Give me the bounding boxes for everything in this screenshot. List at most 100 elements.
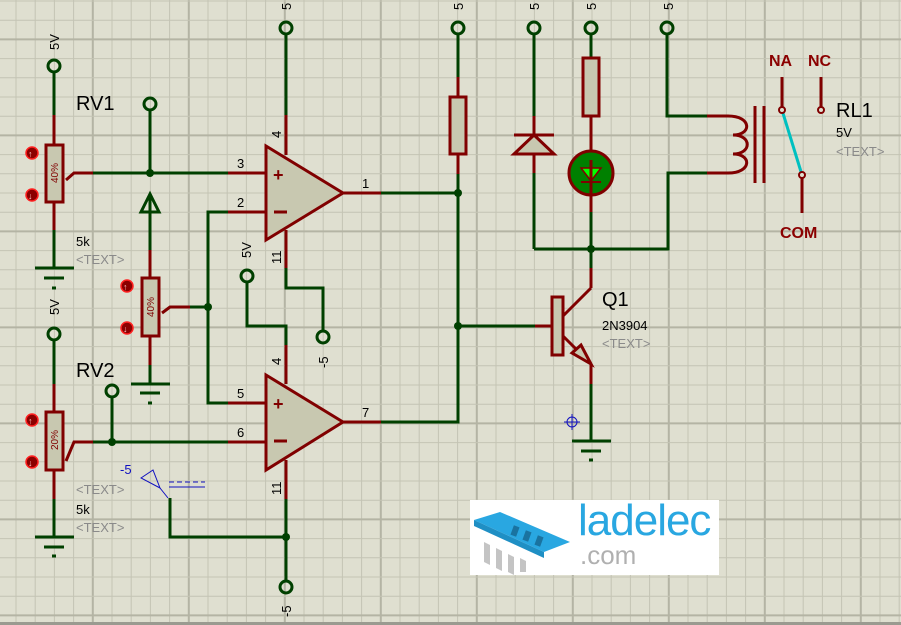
u1-supply-label: 5 <box>279 3 294 10</box>
down-arrow-icon: ↓ <box>123 324 128 334</box>
nc-contact <box>817 106 825 114</box>
u1-body <box>264 143 346 243</box>
bottom-border <box>0 622 901 625</box>
u1-pin11: 11 <box>269 251 284 265</box>
rv2-potentiometer[interactable]: 5V 20% ↑ ↓ RV2 <TEXT> 5k <TEXT> <box>25 299 124 558</box>
led-supply-label: 5 <box>584 3 599 10</box>
rv2-ref: RV2 <box>76 360 115 382</box>
flyback-diode[interactable]: 5 <box>510 3 558 249</box>
up-arrow-icon: ↑ <box>28 149 33 159</box>
relay-supply-terminal[interactable] <box>659 20 675 36</box>
dc-generator[interactable]: -5 <box>120 462 205 499</box>
u2-pin7: 7 <box>362 405 369 420</box>
rv1-potentiometer[interactable]: 5V 40% ↑ ↓ RV1 5k <TEXT> <box>25 34 124 290</box>
opamp-u1[interactable]: 5 4 + 3 2 11 1 <box>228 3 381 268</box>
na-contact <box>778 106 786 114</box>
wire <box>245 282 288 345</box>
u2-supply-terminal[interactable] <box>239 268 255 284</box>
relay-nc-label: NC <box>808 53 832 70</box>
rv1-value: 5k <box>76 234 90 249</box>
u2-body <box>264 372 346 473</box>
rv1-supply-label: 5V <box>47 34 62 50</box>
wire <box>665 34 707 118</box>
r1-body <box>448 95 468 156</box>
rv2-text: <TEXT> <box>76 520 124 535</box>
generator-icon <box>159 487 169 499</box>
com-contact <box>798 171 806 179</box>
relay-supply-label: 5 <box>661 3 676 10</box>
u2-pin6: 6 <box>237 425 244 440</box>
logo-wordmark: ladelec <box>578 496 711 545</box>
wire <box>381 193 460 424</box>
relay-rl1[interactable]: 5 NA NC COM RL1 5V <TEXT> <box>659 3 884 242</box>
u2-vminus-terminal[interactable] <box>278 579 294 595</box>
up-arrow-icon: ↑ <box>123 282 128 292</box>
relay-ref: RL1 <box>836 100 873 122</box>
relay-switch-arm <box>780 109 804 176</box>
u2-pin11: 11 <box>269 482 284 496</box>
wire <box>168 498 286 539</box>
resistor-r1[interactable]: 5 <box>448 3 468 193</box>
rv3-wiper <box>161 305 190 315</box>
rv1-text: <TEXT> <box>76 252 124 267</box>
up-arrow-icon: ↑ <box>28 416 33 426</box>
u1-pin1: 1 <box>362 176 369 191</box>
rv3-wiper-value: 40% <box>146 297 157 317</box>
u1-pin4: 4 <box>269 131 284 138</box>
q1-ref: Q1 <box>602 289 629 311</box>
rv1-wiper-value: 40% <box>50 163 61 183</box>
led-indicator[interactable]: 5 <box>567 3 615 268</box>
logo-suffix: .com <box>580 540 637 570</box>
u1-pin2: 2 <box>237 195 244 210</box>
rv2-supply-label: 5V <box>47 299 62 315</box>
r1-supply-label: 5 <box>451 3 466 10</box>
rv2-wiper-value: 20% <box>50 430 61 450</box>
opamp-u2[interactable]: 4 + 5 6 11 7 <box>228 345 381 499</box>
u1-plus-sign: + <box>273 165 284 185</box>
rv3-increment-button[interactable] <box>120 279 134 293</box>
rv1-wiper <box>65 171 93 182</box>
u2-pin4: 4 <box>269 358 284 365</box>
led-resistor-body <box>581 56 601 118</box>
u2-supply-label: 5V <box>239 242 254 258</box>
generator-icon <box>140 469 161 490</box>
u1-vminus-label: -5 <box>316 356 331 368</box>
rv2-text-upper: <TEXT> <box>76 482 124 497</box>
q1-text: <TEXT> <box>602 336 650 351</box>
rv1-increment-button[interactable] <box>25 146 39 160</box>
u1-vminus-terminal[interactable] <box>315 329 331 345</box>
rv2-value: 5k <box>76 502 90 517</box>
relay-value: 5V <box>836 125 852 140</box>
rv2-decrement-button[interactable] <box>25 455 39 469</box>
led-supply-terminal[interactable] <box>583 20 599 36</box>
rv3-decrement-button[interactable] <box>120 321 134 335</box>
diode-supply-label: 5 <box>527 3 542 10</box>
rv2-wiper <box>64 440 93 462</box>
ladelec-logo: ladelec .com <box>470 496 719 575</box>
relay-text: <TEXT> <box>836 144 884 159</box>
emitter-arrow-icon <box>569 342 595 368</box>
q1-base <box>550 295 565 357</box>
rv1-ref: RV1 <box>76 93 115 115</box>
relay-na-label: NA <box>769 53 793 70</box>
down-arrow-icon: ↓ <box>28 191 33 201</box>
wire <box>534 171 708 251</box>
rv1-decrement-button[interactable] <box>25 188 39 202</box>
relay-coil-icon <box>727 114 749 175</box>
q1-value: 2N3904 <box>602 318 648 333</box>
u1-pin3: 3 <box>237 156 244 171</box>
rv2-increment-button[interactable] <box>25 413 39 427</box>
transistor-q1[interactable]: Q1 2N3904 <TEXT> <box>535 268 650 462</box>
rv3-potentiometer[interactable]: 40% ↑ ↓ <box>120 190 190 405</box>
generator-value: -5 <box>120 462 132 477</box>
u2-plus-sign: + <box>273 394 284 414</box>
junction <box>587 245 595 253</box>
chip-logo-icon <box>474 512 570 575</box>
u2-pin5: 5 <box>237 386 244 401</box>
down-arrow-icon: ↓ <box>28 458 33 468</box>
u2-vminus-label: -5 <box>279 605 294 617</box>
u1-supply-terminal[interactable] <box>278 20 294 36</box>
relay-com-label: COM <box>780 225 817 242</box>
wire <box>284 268 325 330</box>
